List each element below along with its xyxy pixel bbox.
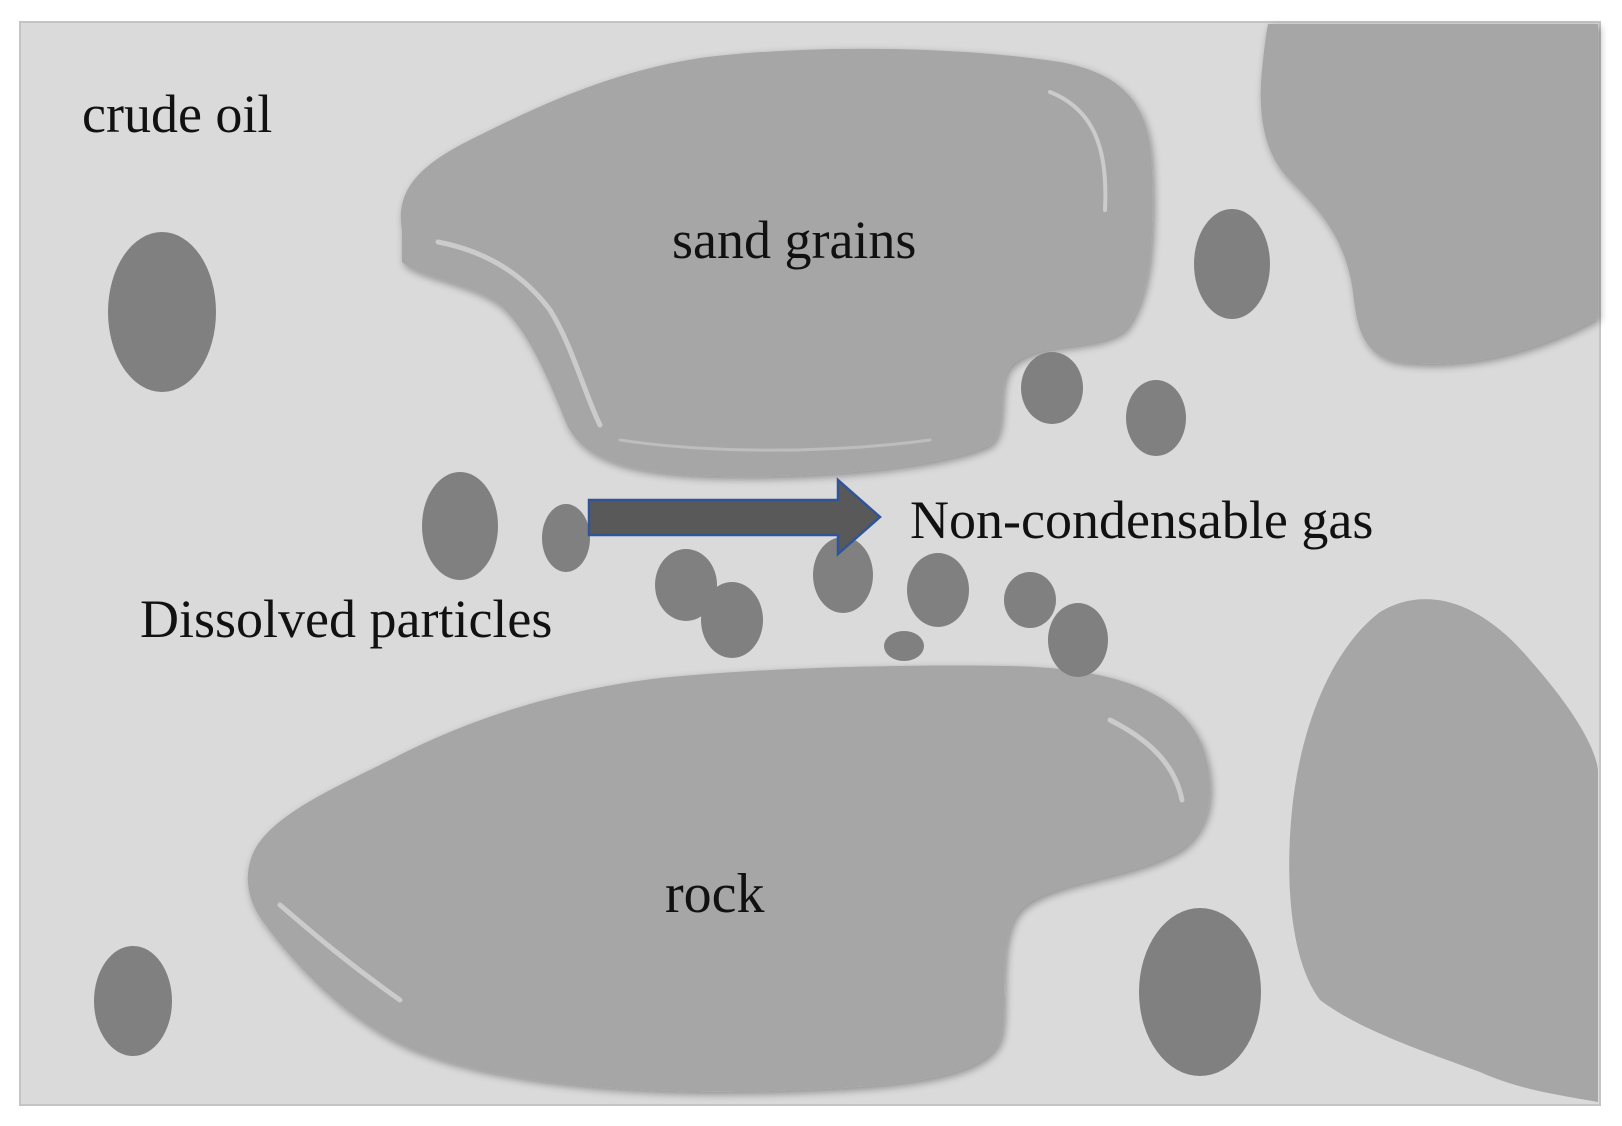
crude-oil-label: crude oil (82, 84, 272, 144)
particle (1194, 209, 1270, 319)
sand-grain-bottom-right (1289, 599, 1598, 1102)
particle (907, 553, 969, 627)
rock-highlight-right (1107, 717, 1185, 803)
right-arrow-icon (587, 477, 882, 557)
particles-group (94, 209, 1270, 1076)
rock-label: rock (665, 863, 765, 925)
particle (1048, 603, 1108, 677)
non-condensable-gas-label: Non-condensable gas (910, 490, 1373, 550)
sand-grain-main-highlight-bottom (618, 438, 932, 452)
particle (1021, 352, 1083, 424)
sand-grains-label: sand grains (672, 210, 916, 270)
rock-grain (247, 665, 1211, 1092)
particle (884, 631, 924, 661)
sand-grain-top-right (1260, 24, 1598, 364)
particle (1139, 908, 1261, 1076)
particle (94, 946, 172, 1056)
sand-grain-main-highlight-right (1048, 90, 1108, 212)
dissolved-particles-label: Dissolved particles (140, 589, 552, 649)
particle (701, 582, 763, 658)
particle (108, 232, 216, 392)
particle (813, 537, 873, 613)
particle (1004, 572, 1056, 628)
sand-grain-main-highlight-left (435, 239, 603, 428)
particle (422, 472, 498, 580)
sand-grain-main (400, 48, 1153, 477)
particle (1126, 380, 1186, 456)
particle (542, 504, 590, 572)
rock-highlight-left (277, 902, 403, 1003)
particle (655, 549, 717, 621)
